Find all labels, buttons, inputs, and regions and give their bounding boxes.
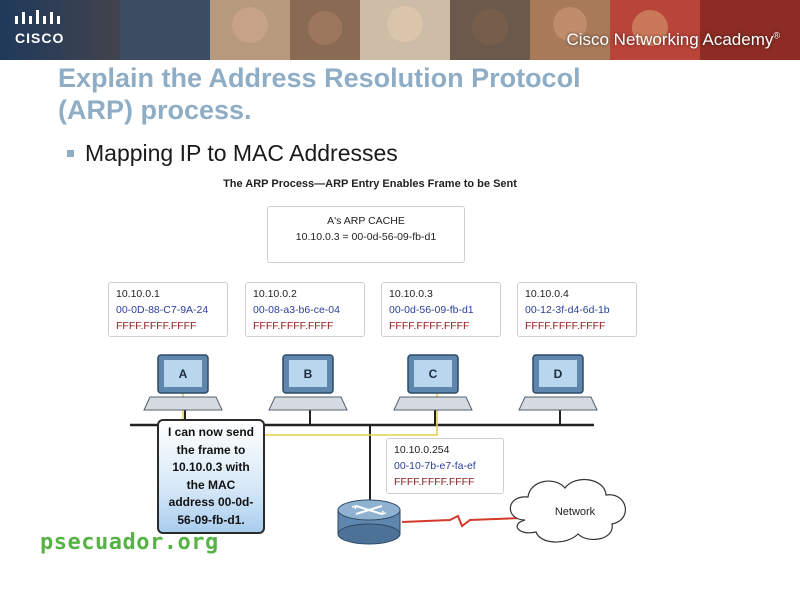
cisco-logo: CISCO — [12, 8, 82, 48]
arp-cache-box: A's ARP CACHE 10.10.0.3 = 00-0d-56-09-fb… — [267, 206, 465, 263]
router-broadcast: FFFF.FFFF.FFFF — [394, 476, 475, 488]
router-icon — [337, 499, 401, 545]
router-info: 10.10.0.254 00-10-7b-e7-fa-ef FFFF.FFFF.… — [386, 438, 504, 494]
cisco-logo-text: CISCO — [15, 30, 65, 46]
academy-name: Cisco Networking Academy® — [566, 30, 780, 49]
host-info-d: 10.10.0.4 00-12-3f-d4-6d-1b FFFF.FFFF.FF… — [517, 282, 637, 337]
network-cloud-label: Network — [554, 506, 596, 518]
callout-line: the frame to — [176, 442, 246, 457]
wan-link-line — [401, 514, 521, 528]
host-broadcast: FFFF.FFFF.FFFF — [253, 320, 334, 332]
slide-title: Explain the Address Resolution Protocol … — [58, 62, 738, 126]
computer-a-icon — [143, 354, 223, 411]
network-cloud-icon — [509, 478, 626, 543]
registered-mark: ® — [773, 30, 780, 41]
host-info-c: 10.10.0.3 00-0d-56-09-fb-d1 FFFF.FFFF.FF… — [381, 282, 501, 337]
figure-title: The ARP Process—ARP Entry Enables Frame … — [223, 178, 517, 190]
callout-line: the MAC — [186, 477, 236, 492]
host-ip: 10.10.0.2 — [253, 288, 297, 300]
slide-title-line-2: (ARP) process. — [58, 95, 252, 125]
host-info-a: 10.10.0.1 00-0D-88-C7-9A-24 FFFF.FFFF.FF… — [108, 282, 228, 337]
header-banner: CISCO Cisco Networking Academy® — [0, 0, 800, 60]
callout-line: I can now send — [167, 425, 254, 439]
callout-line: 56-09-fb-d1. — [177, 512, 245, 527]
host-mac: 00-0d-56-09-fb-d1 — [389, 304, 474, 316]
host-label-c: C — [429, 367, 438, 381]
host-broadcast: FFFF.FFFF.FFFF — [525, 320, 606, 332]
host-mac: 00-08-a3-b6-ce-04 — [253, 304, 340, 316]
host-label-b: B — [304, 367, 313, 381]
cisco-bars-icon — [15, 10, 60, 24]
watermark-text: psecuador.org — [40, 530, 219, 555]
host-info-b: 10.10.0.2 00-08-a3-b6-ce-04 FFFF.FFFF.FF… — [245, 282, 365, 337]
host-broadcast: FFFF.FFFF.FFFF — [389, 320, 470, 332]
computer-c-icon — [393, 354, 473, 411]
host-ip: 10.10.0.1 — [116, 288, 160, 300]
host-ip: 10.10.0.3 — [389, 288, 433, 300]
callout-line: address 00-0d- — [168, 495, 254, 509]
slide-title-line-1: Explain the Address Resolution Protocol — [58, 63, 581, 93]
host-label-d: D — [554, 367, 563, 381]
arp-cache-entry: 10.10.0.3 = 00-0d-56-09-fb-d1 — [295, 231, 437, 243]
router-ip: 10.10.0.254 — [394, 444, 450, 456]
bullet-text: Mapping IP to MAC Addresses — [85, 140, 398, 166]
bullet-square-icon — [67, 150, 74, 157]
host-mac: 00-12-3f-d4-6d-1b — [525, 304, 610, 316]
banner-photo-strip — [120, 0, 800, 60]
computer-b-icon — [268, 354, 348, 411]
host-label-a: A — [179, 367, 188, 381]
host-broadcast: FFFF.FFFF.FFFF — [116, 320, 197, 332]
bullet-item: Mapping IP to MAC Addresses — [67, 140, 398, 167]
host-ip: 10.10.0.4 — [525, 288, 569, 300]
callout-line: 10.10.0.3 with — [172, 460, 250, 474]
router-mac: 00-10-7b-e7-fa-ef — [394, 460, 476, 472]
arp-cache-heading: A's ARP CACHE — [327, 215, 405, 227]
host-mac: 00-0D-88-C7-9A-24 — [116, 304, 209, 316]
callout-box: I can now send the frame to 10.10.0.3 wi… — [157, 419, 265, 534]
computer-d-icon — [518, 354, 598, 411]
